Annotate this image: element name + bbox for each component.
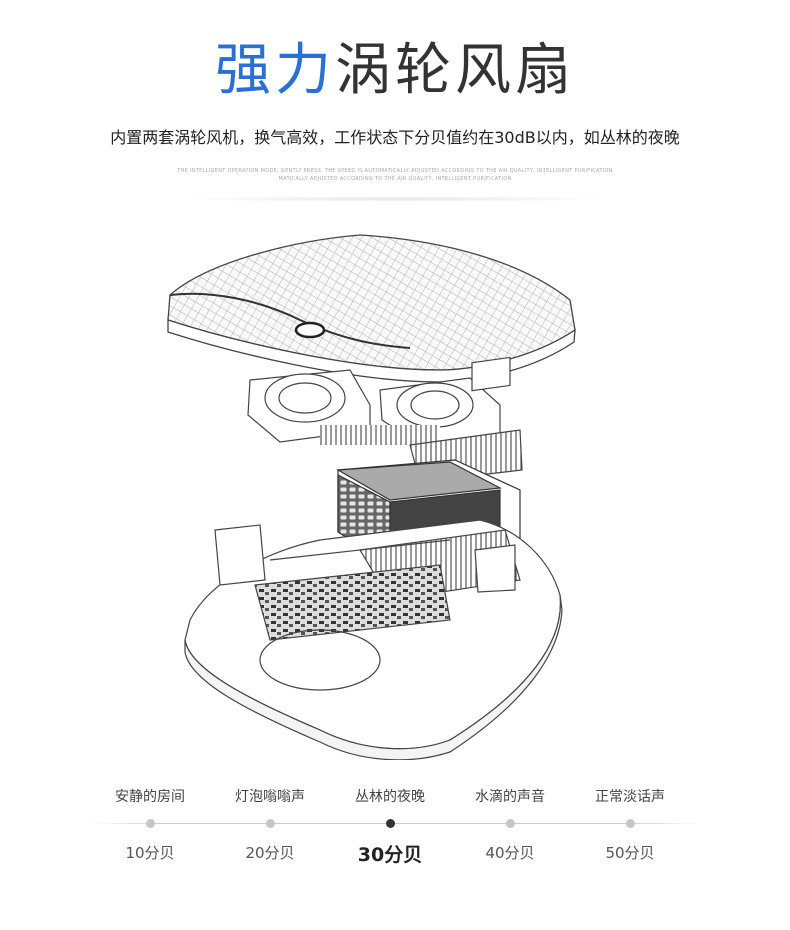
noise-scale-dot-active xyxy=(385,819,395,828)
title-rest: 涡轮风扇 xyxy=(335,38,575,103)
base-housing xyxy=(184,519,563,760)
title-accent: 强力 xyxy=(215,38,335,103)
noise-scale-labels: 安静的房间 灯泡嗡嗡声 丛林的夜晚 水滴的声音 正常淡话声 xyxy=(0,786,790,810)
noise-value: 20分贝 xyxy=(245,844,295,862)
fine-print-line-1: THE INTELLIGENT OPERATION MODE, GENTLY P… xyxy=(177,168,613,174)
noise-scale-track xyxy=(90,823,700,824)
exploded-view-illustration xyxy=(167,234,576,760)
divider-shadow xyxy=(170,196,620,202)
noise-scale-values: 10分贝 20分贝 30分贝 40分贝 50分贝 xyxy=(0,842,790,866)
fine-print-line-2: MATICALLY ADJUSTED ACCORDING TO THE AIR … xyxy=(278,176,512,182)
noise-scale-dot xyxy=(145,819,155,828)
noise-value: 50分贝 xyxy=(605,844,655,862)
top-cover xyxy=(167,234,576,383)
noise-scale-dot xyxy=(265,819,275,828)
noise-value: 10分贝 xyxy=(125,844,175,862)
noise-label: 丛林的夜晚 xyxy=(355,789,425,805)
noise-label: 水滴的声音 xyxy=(475,789,545,805)
page-title: 强力涡轮风扇 xyxy=(0,36,790,106)
noise-label: 灯泡嗡嗡声 xyxy=(235,789,305,805)
noise-value: 40分贝 xyxy=(485,844,535,862)
page-subtitle: 内置两套涡轮风机，换气高效，工作状态下分贝值约在30dB以内，如丛林的夜晚 xyxy=(110,128,680,147)
noise-value-active: 30分贝 xyxy=(357,844,423,866)
noise-label: 安静的房间 xyxy=(115,789,185,805)
noise-label: 正常淡话声 xyxy=(595,789,665,805)
noise-scale-dot xyxy=(625,819,635,828)
noise-scale-dot xyxy=(505,819,515,828)
